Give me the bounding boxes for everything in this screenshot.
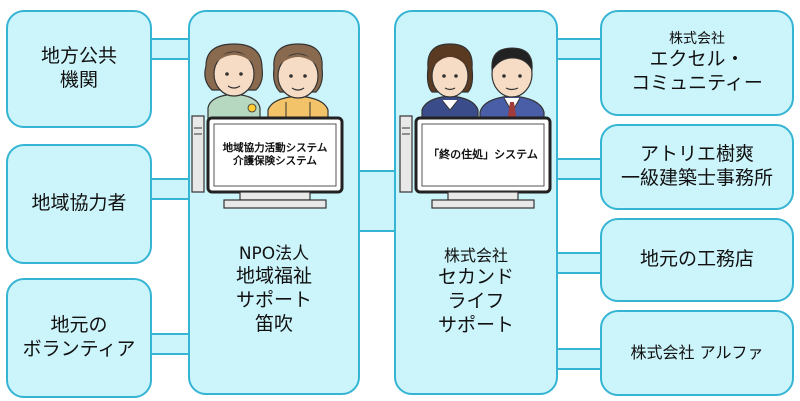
company-screen-line1: 「終の住処」システム — [428, 148, 538, 161]
box-local-volunteers-line2: ボランティア — [22, 338, 136, 360]
box-atelier-kisou: アトリエ樹爽 一級建築士事務所 — [600, 124, 794, 210]
connector-npo-company-top — [358, 170, 398, 232]
box-local-government-line2: 機関 — [59, 69, 98, 91]
company-screen-text: 「終の住処」システム — [422, 148, 544, 162]
computer-icon — [399, 115, 552, 209]
npo-line3: サポート — [235, 289, 312, 311]
computer-icon — [191, 115, 344, 209]
box-excel-community: 株式会社 エクセル・ コミュニティー — [600, 10, 794, 116]
contractor-line1: 地元の工務店 — [639, 248, 754, 271]
atelier-line2: 一級建築士事務所 — [620, 167, 773, 189]
box-local-government: 地方公共 機関 — [6, 10, 152, 128]
excel-line2: エクセル・ — [649, 48, 745, 70]
box-local-volunteers: 地元の ボランティア — [6, 278, 152, 398]
box-local-contractor: 地元の工務店 — [600, 218, 794, 302]
man-office-icon — [479, 47, 545, 123]
connector-local-gov — [150, 38, 192, 60]
connector-collaborators — [150, 178, 192, 200]
box-community-collaborators-line1: 地域協力者 — [31, 192, 127, 215]
npo-screen-line1: 地域協力活動システム — [222, 142, 328, 154]
npo-line2: 地域福祉 — [235, 265, 312, 288]
npo-illustration — [191, 43, 344, 209]
company-line1: 株式会社 — [443, 246, 508, 265]
alpha-line1: 株式会社 アルファ — [630, 343, 764, 362]
atelier-line1: アトリエ樹爽 — [639, 143, 754, 166]
box-alpha: 株式会社 アルファ — [600, 310, 794, 396]
box-local-government-line1: 地方公共 — [40, 45, 117, 68]
company-line4: サポート — [437, 313, 514, 336]
npo-screen-text: 地域協力活動システム 介護保険システム — [214, 142, 336, 168]
company-line3: ライフ — [447, 289, 505, 312]
connector-contractor — [556, 252, 604, 274]
connector-alpha — [556, 348, 604, 370]
connector-atelier — [556, 158, 604, 180]
npo-line1: NPO法人 — [238, 244, 310, 264]
woman-office-icon — [421, 43, 479, 123]
company-illustration — [399, 43, 552, 209]
woman-elderly-icon — [204, 43, 263, 123]
npo-screen-line2: 介護保険システム — [233, 155, 317, 168]
company-line2: セカンド — [437, 266, 514, 288]
box-local-volunteers-line1: 地元の — [50, 314, 108, 337]
excel-line3: コミュニティー — [631, 71, 763, 94]
box-community-collaborators: 地域協力者 — [6, 144, 152, 264]
woman-worker-icon — [267, 43, 329, 123]
connector-volunteers — [150, 333, 192, 355]
excel-line1: 株式会社 — [669, 30, 725, 47]
connector-excel — [556, 38, 604, 60]
npo-line4: 笛吹 — [254, 312, 293, 335]
